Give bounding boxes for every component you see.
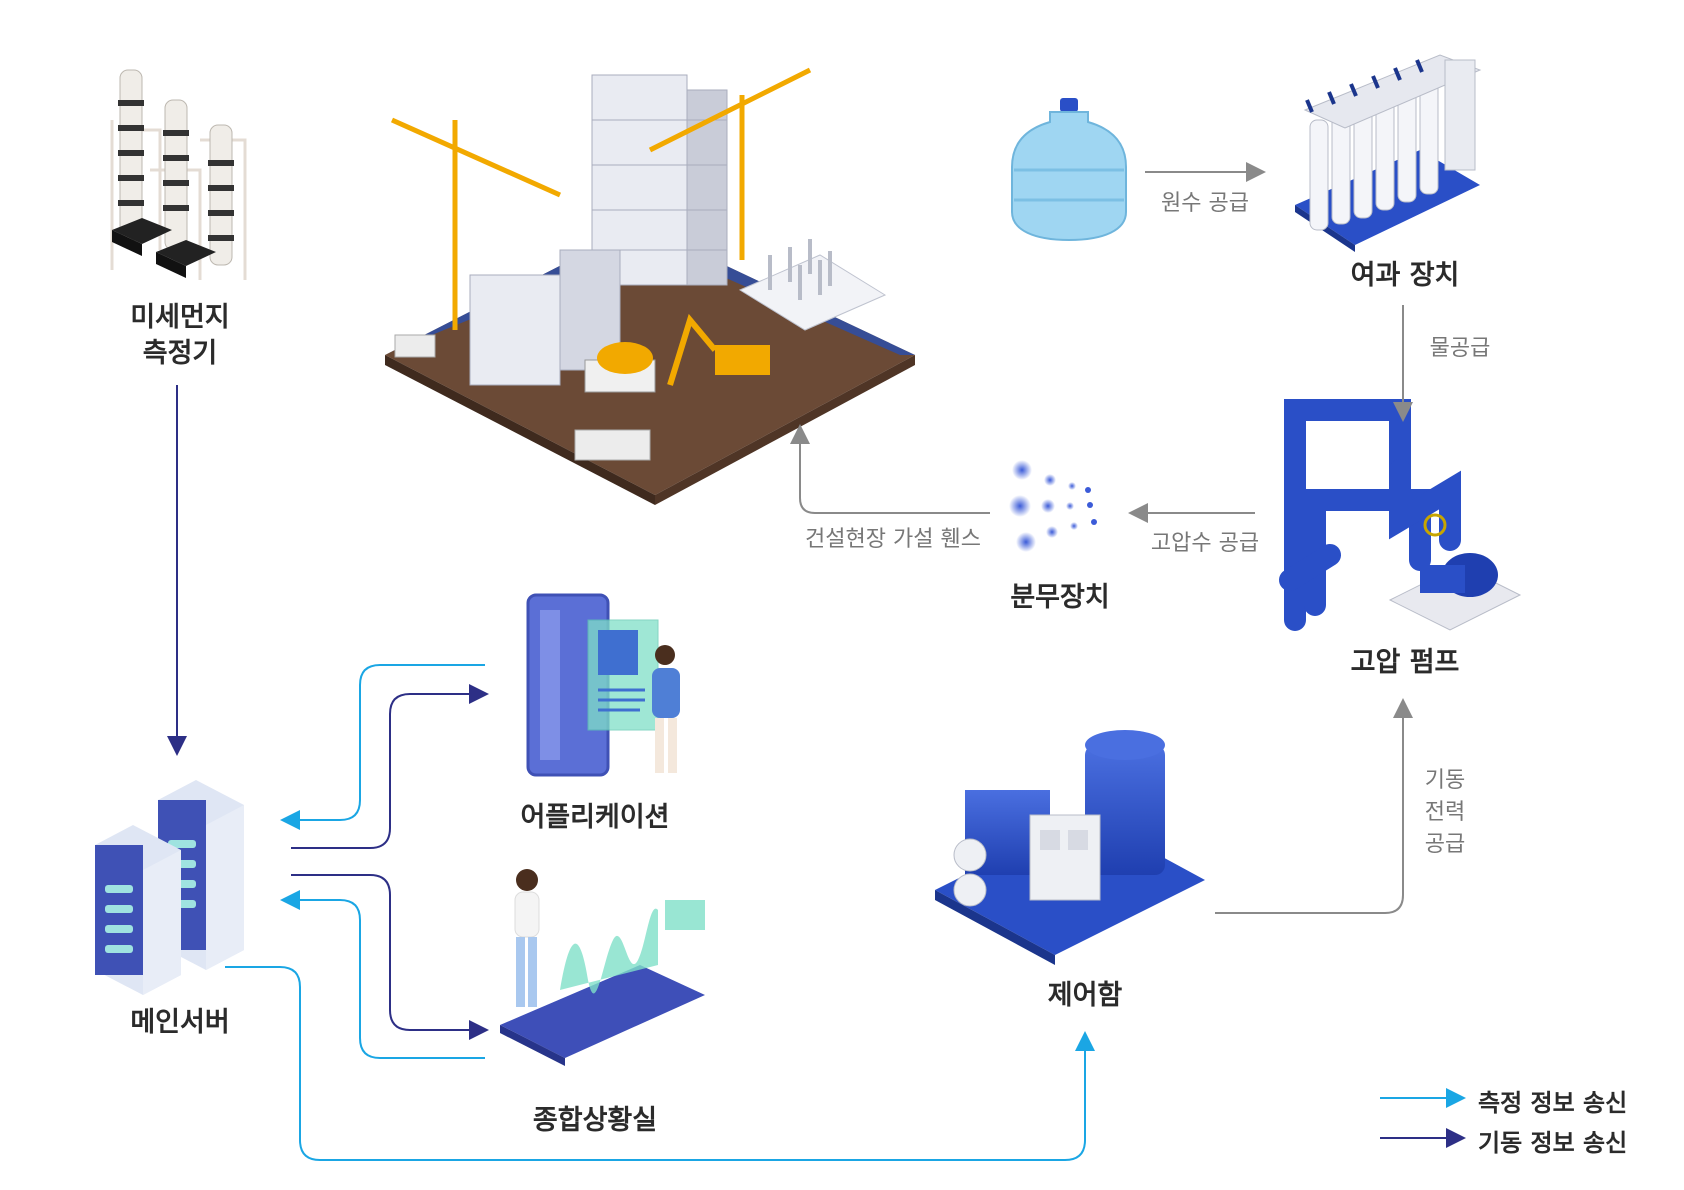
app-label: 어플리케이션 [520, 802, 670, 833]
site-fence-label: 건설현장 가설 휀스 [805, 527, 981, 552]
server-to-controlbox-arrow [225, 966, 1095, 1161]
dust-sensor-icon [110, 69, 247, 280]
dashboard-icon [500, 869, 705, 1066]
operate-arrows [167, 385, 489, 1040]
pump-label: 고압 펌프 [1350, 647, 1460, 678]
tablet-app-icon [526, 593, 680, 777]
sprayer-label: 분무장치 [1010, 582, 1110, 613]
legend-measure-label: 측정 정보 송신 [1478, 1089, 1628, 1117]
start-power-label-line2: 전력 [1424, 800, 1466, 825]
legend-operate-label: 기동 정보 송신 [1478, 1129, 1628, 1157]
legend [1380, 1088, 1466, 1148]
server-icon [95, 780, 244, 995]
control-box-label: 제어함 [1047, 980, 1123, 1011]
control-box-icon [935, 730, 1205, 965]
controlroom-to-server-arrow [280, 890, 485, 1059]
site-fence-arrow [790, 424, 990, 514]
control-room-label: 종합상황실 [532, 1105, 658, 1136]
measure-arrows [225, 664, 1095, 1161]
server-to-controlroom-arrow [291, 874, 489, 1040]
dust-meter-label-line2: 측정기 [142, 338, 218, 369]
server-to-app-arrow [291, 684, 489, 849]
high-pressure-pump-icon [1279, 399, 1522, 631]
high-pressure-water-label: 고압수 공급 [1150, 531, 1260, 556]
start-power-label-line1: 기동 [1424, 768, 1466, 793]
water-supply-label: 물공급 [1429, 336, 1491, 361]
app-to-server-arrow [280, 664, 485, 830]
mist-sprayer-icon [1009, 460, 1097, 552]
start-power-label: 기동 전력 공급 [1410, 765, 1480, 861]
start-power-label-line3: 공급 [1424, 832, 1466, 857]
raw-water-label: 원수 공급 [1161, 191, 1249, 216]
flow-arrows [790, 162, 1413, 914]
filter-label: 여과 장치 [1350, 260, 1460, 291]
start-power-arrow [1215, 698, 1413, 914]
filter-unit-icon [1295, 54, 1482, 252]
dust-meter-label: 미세먼지 측정기 [100, 300, 260, 372]
water-bottle-icon [1011, 98, 1127, 242]
construction-site-icon [385, 67, 915, 505]
main-server-label: 메인서버 [130, 1007, 230, 1038]
dust-meter-label-line1: 미세먼지 [130, 302, 230, 333]
